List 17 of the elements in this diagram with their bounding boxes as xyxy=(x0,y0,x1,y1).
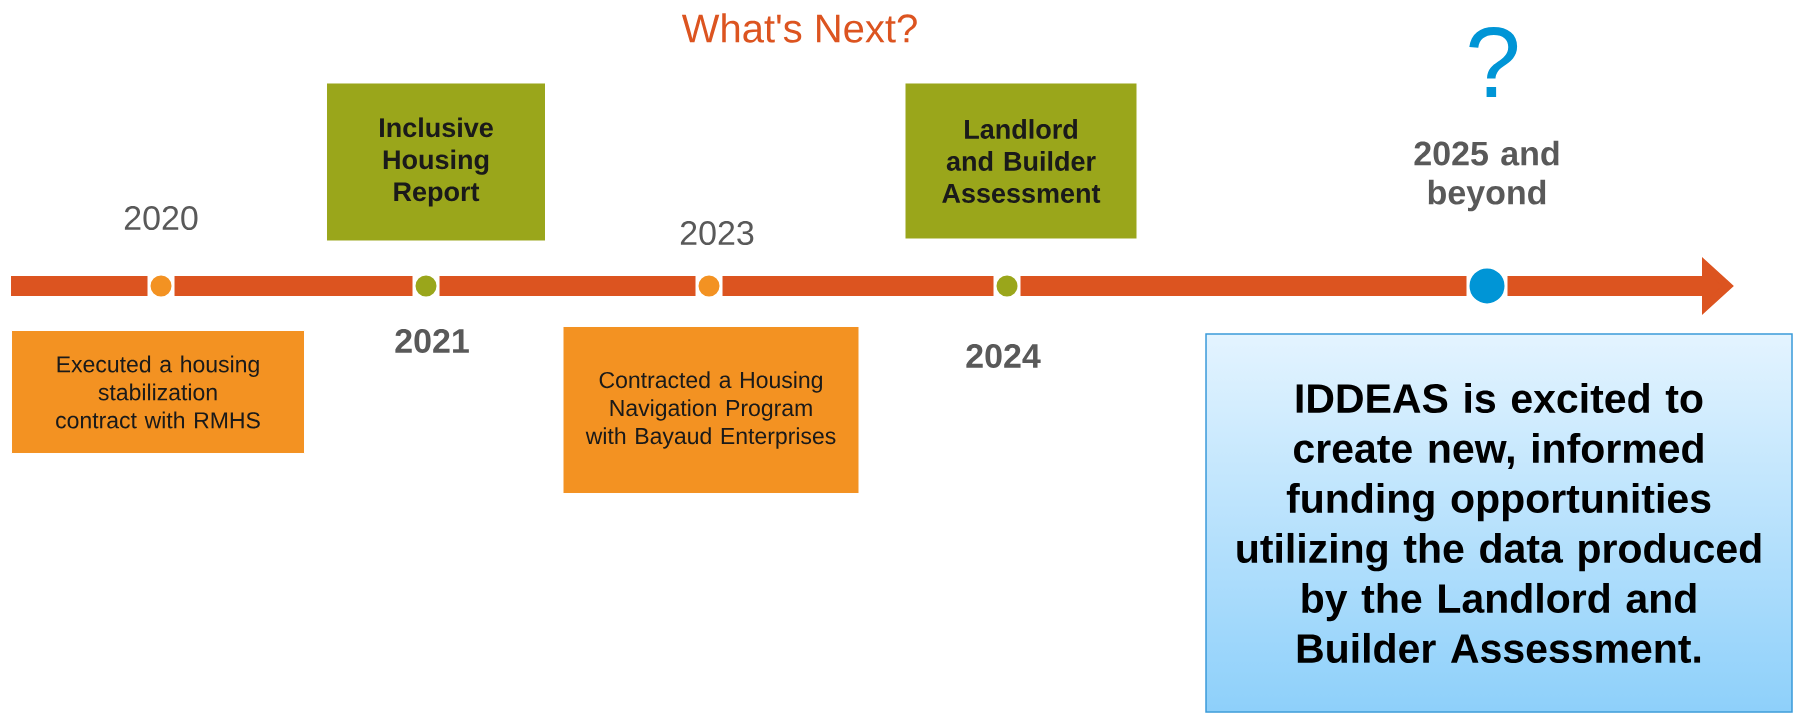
callout-box: IDDEAS is excited to create new, informed funding opportunities utilizing the data produced by the Landlord and Builder Assessment. xyxy=(1205,333,1793,713)
note-card: Contracted a Housing Navigation Program with Bayaud Enterprises xyxy=(562,326,860,494)
note-card: Executed a housing stabilization contract with RMHS xyxy=(11,330,305,454)
timeline-dot xyxy=(412,272,440,300)
timeline-dot xyxy=(993,272,1021,300)
timeline-dot xyxy=(695,272,723,300)
note-card: Inclusive Housing Report xyxy=(326,82,546,242)
timeline-dot xyxy=(1466,265,1508,307)
year-label: 2020 xyxy=(124,205,198,231)
year-label: 2023 xyxy=(680,220,754,246)
year-label: 2025 and beyond xyxy=(1414,140,1559,212)
year-label: 2024 xyxy=(966,343,1041,369)
title: What's Next? xyxy=(681,13,917,43)
year-label: 2021 xyxy=(395,328,469,354)
timeline-dot xyxy=(147,272,175,300)
question-mark: ? xyxy=(1469,27,1518,97)
note-card: Landlord and Builder Assessment xyxy=(904,82,1138,240)
